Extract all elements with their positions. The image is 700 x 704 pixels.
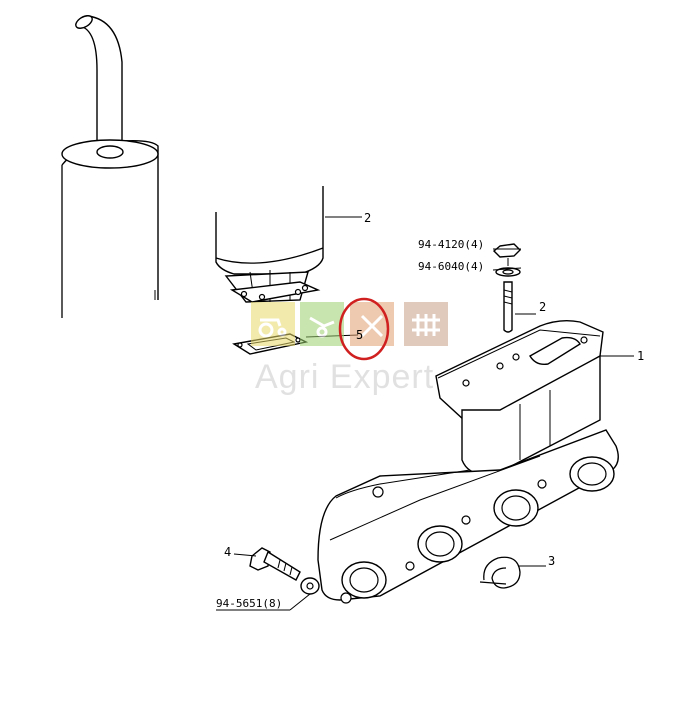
callout-1-manifold: 1: [637, 349, 644, 363]
highlight-circle: [338, 297, 390, 361]
callout-5-gasket: 5: [356, 328, 363, 342]
watermark: Agri Expert: [251, 302, 448, 396]
manifold-ports: [341, 456, 615, 599]
callout-2-stud: 2: [539, 300, 546, 314]
callout-3-clip: 3: [548, 554, 555, 568]
part-code-bolt-washer: 94-5651(8): [216, 597, 282, 610]
exhaust-pipe-flange: [215, 186, 362, 303]
stud-nut-washer: [492, 243, 536, 333]
exhaust-manifold: [317, 319, 634, 604]
tractor-icon: [251, 302, 295, 346]
exhaust-pipe-muffler: [61, 15, 159, 318]
spring-clip: [479, 556, 546, 589]
callout-2-pipe: 2: [364, 211, 371, 225]
watermark-brand: Agri Expert: [255, 358, 434, 396]
callout-4-bolt: 4: [224, 545, 231, 559]
part-code-nut: 94-4120(4): [418, 238, 484, 251]
bolt-with-washer: [216, 547, 320, 611]
part-code-washer: 94-6040(4): [418, 260, 484, 273]
